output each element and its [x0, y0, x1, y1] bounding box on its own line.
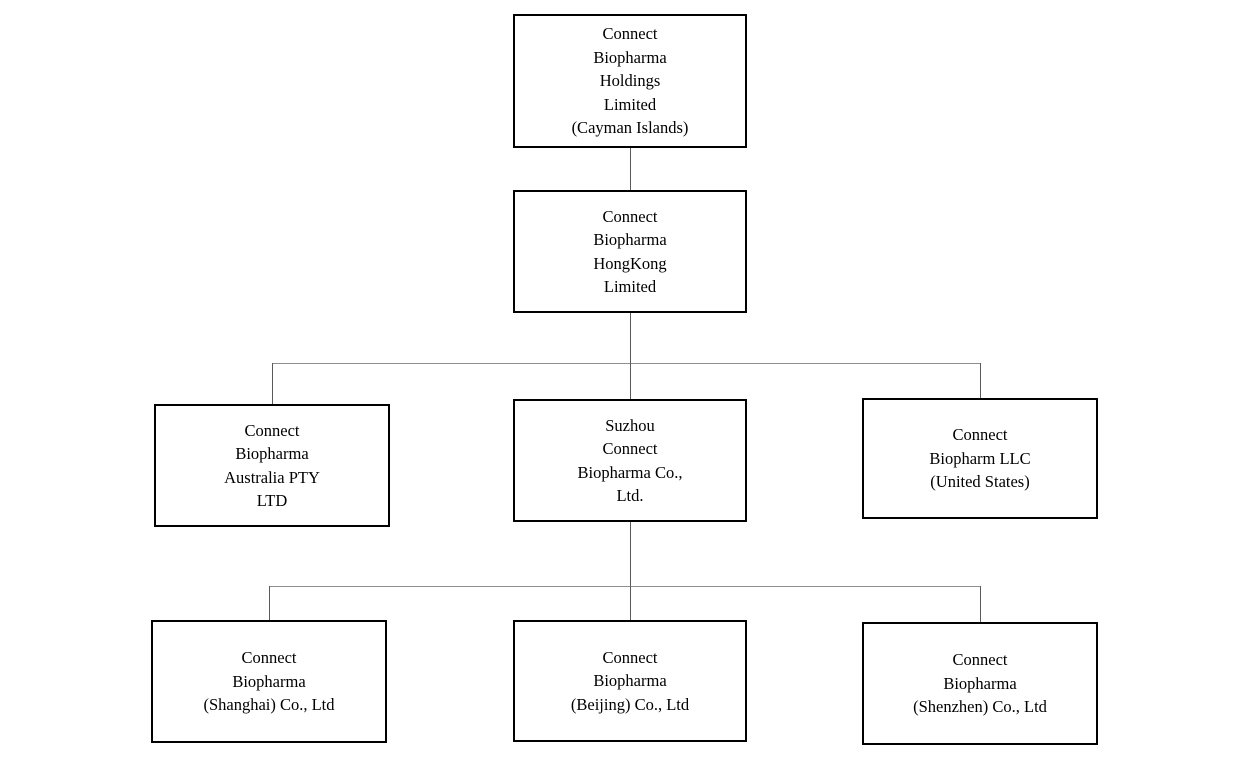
org-node-beijing-label: Connect Biopharma (Beijing) Co., Ltd: [570, 647, 690, 714]
org-node-hongkong-label: Connect Biopharma HongKong Limited: [593, 206, 667, 297]
connector-hongkong-stem: [630, 313, 631, 363]
org-node-shanghai: Connect Biopharma (Shanghai) Co., Ltd: [151, 620, 387, 743]
org-node-shenzhen-label: Connect Biopharma (Shenzhen) Co., Ltd: [913, 650, 1047, 717]
connector-level4-bus: [269, 586, 981, 587]
connector-level3-bus: [272, 363, 981, 364]
org-node-australia: Connect Biopharma Australia PTY LTD: [154, 404, 390, 527]
connector-drop-beijing: [630, 586, 631, 620]
org-node-shanghai-label: Connect Biopharma (Shanghai) Co., Ltd: [203, 648, 335, 715]
connector-suzhou-stem: [630, 522, 631, 586]
org-node-holdings-label: Connect Biopharma Holdings Limited (Caym…: [571, 24, 689, 138]
org-node-holdings: Connect Biopharma Holdings Limited (Caym…: [513, 14, 747, 148]
org-node-us: Connect Biopharm LLC (United States): [862, 398, 1098, 519]
org-node-hongkong: Connect Biopharma HongKong Limited: [513, 190, 747, 313]
org-node-suzhou-label: Suzhou Connect Biopharma Co., Ltd.: [577, 415, 683, 506]
org-node-suzhou: Suzhou Connect Biopharma Co., Ltd.: [513, 399, 747, 522]
org-node-australia-label: Connect Biopharma Australia PTY LTD: [224, 420, 320, 511]
connector-holdings-hongkong: [630, 148, 631, 190]
org-node-shenzhen: Connect Biopharma (Shenzhen) Co., Ltd: [862, 622, 1098, 745]
org-node-us-label: Connect Biopharm LLC (United States): [929, 425, 1031, 492]
connector-drop-australia: [272, 363, 273, 404]
connector-drop-us: [980, 363, 981, 398]
connector-drop-shenzhen: [980, 586, 981, 622]
connector-drop-shanghai: [269, 586, 270, 620]
connector-drop-suzhou: [630, 363, 631, 399]
org-node-beijing: Connect Biopharma (Beijing) Co., Ltd: [513, 620, 747, 742]
